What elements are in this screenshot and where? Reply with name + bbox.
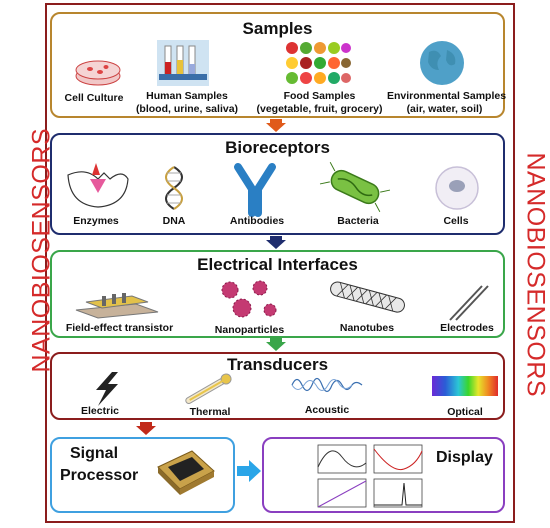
bioreceptor-label-bacteria: Bacteria	[337, 215, 379, 227]
arrow-transducers-down	[136, 422, 156, 435]
interface-label-fet: Field-effect transistor	[65, 322, 174, 334]
processor-label: Processor	[60, 467, 139, 484]
optical-spectrum-icon	[432, 376, 498, 396]
petri-dish-icon	[75, 60, 121, 86]
electrodes-icon	[449, 285, 489, 321]
lightning-icon	[96, 372, 118, 406]
test-tubes-icon	[157, 40, 209, 86]
enzyme-icon	[67, 163, 129, 208]
globe-icon	[420, 41, 464, 85]
interfaces-title: Electrical Interfaces	[197, 255, 358, 274]
chip-icon	[157, 450, 215, 495]
interfaces-panel: Electrical Interfaces Field-effect trans…	[50, 250, 505, 338]
antibody-icon	[234, 163, 276, 217]
dna-icon	[165, 166, 183, 210]
bioreceptors-panel: Bioreceptors Enzymes DNA Antibodies Bact…	[50, 133, 505, 235]
sample-label-human: Human Samples	[146, 90, 228, 102]
acoustic-wave-icon	[291, 377, 363, 393]
sample-label-food: Food Samples	[283, 90, 356, 102]
nanoparticles-icon	[221, 280, 277, 318]
sample-sub-human: (blood, urine, saliva)	[135, 103, 239, 115]
arrow-bioreceptors-down	[266, 236, 286, 249]
nanotube-icon	[330, 281, 405, 313]
bacteria-icon	[319, 161, 391, 213]
samples-title: Samples	[242, 19, 313, 38]
bioreceptor-label-cells: Cells	[443, 215, 469, 227]
food-grid-icon	[286, 42, 351, 84]
display-panel: Display	[262, 437, 505, 513]
signal-processor-panel: Signal Processor	[50, 437, 235, 513]
arrow-samples-down	[266, 119, 286, 132]
interface-label-nanotubes: Nanotubes	[339, 322, 395, 334]
plots-icon	[317, 444, 423, 508]
signal-label: Signal	[70, 445, 119, 462]
sample-label-cell-culture: Cell Culture	[64, 92, 124, 104]
bioreceptor-label-dna: DNA	[162, 215, 186, 227]
transducer-label-thermal: Thermal	[189, 406, 231, 418]
transducer-label-electric: Electric	[81, 405, 119, 417]
transistor-icon	[75, 293, 159, 319]
transducers-title: Transducers	[226, 355, 329, 374]
arrow-to-display	[237, 460, 261, 482]
samples-panel: Samples Cell Culture Human Samples (bloo…	[50, 12, 507, 118]
sample-sub-environmental: (air, water, soil)	[406, 103, 483, 115]
transducer-label-acoustic: Acoustic	[304, 404, 350, 416]
interface-label-nanoparticles: Nanoparticles	[214, 324, 285, 336]
thermometer-icon	[185, 373, 232, 404]
sample-label-environmental: Environmental Samples	[387, 90, 507, 102]
side-label-right: NANOBIOSENSORS	[521, 152, 550, 398]
arrow-interfaces-down	[266, 338, 286, 351]
interface-label-electrodes: Electrodes	[440, 322, 494, 334]
transducers-panel: Transducers Electric Thermal Acoustic Op…	[50, 352, 505, 420]
bioreceptor-label-antibodies: Antibodies	[229, 215, 285, 227]
display-title: Display	[436, 449, 493, 466]
sample-sub-food: (vegetable, fruit, grocery)	[256, 103, 383, 115]
bioreceptors-title: Bioreceptors	[225, 138, 330, 157]
bioreceptor-label-enzymes: Enzymes	[73, 215, 119, 227]
transducer-label-optical: Optical	[447, 406, 483, 418]
outer-frame	[45, 3, 515, 523]
cell-icon	[435, 166, 479, 210]
